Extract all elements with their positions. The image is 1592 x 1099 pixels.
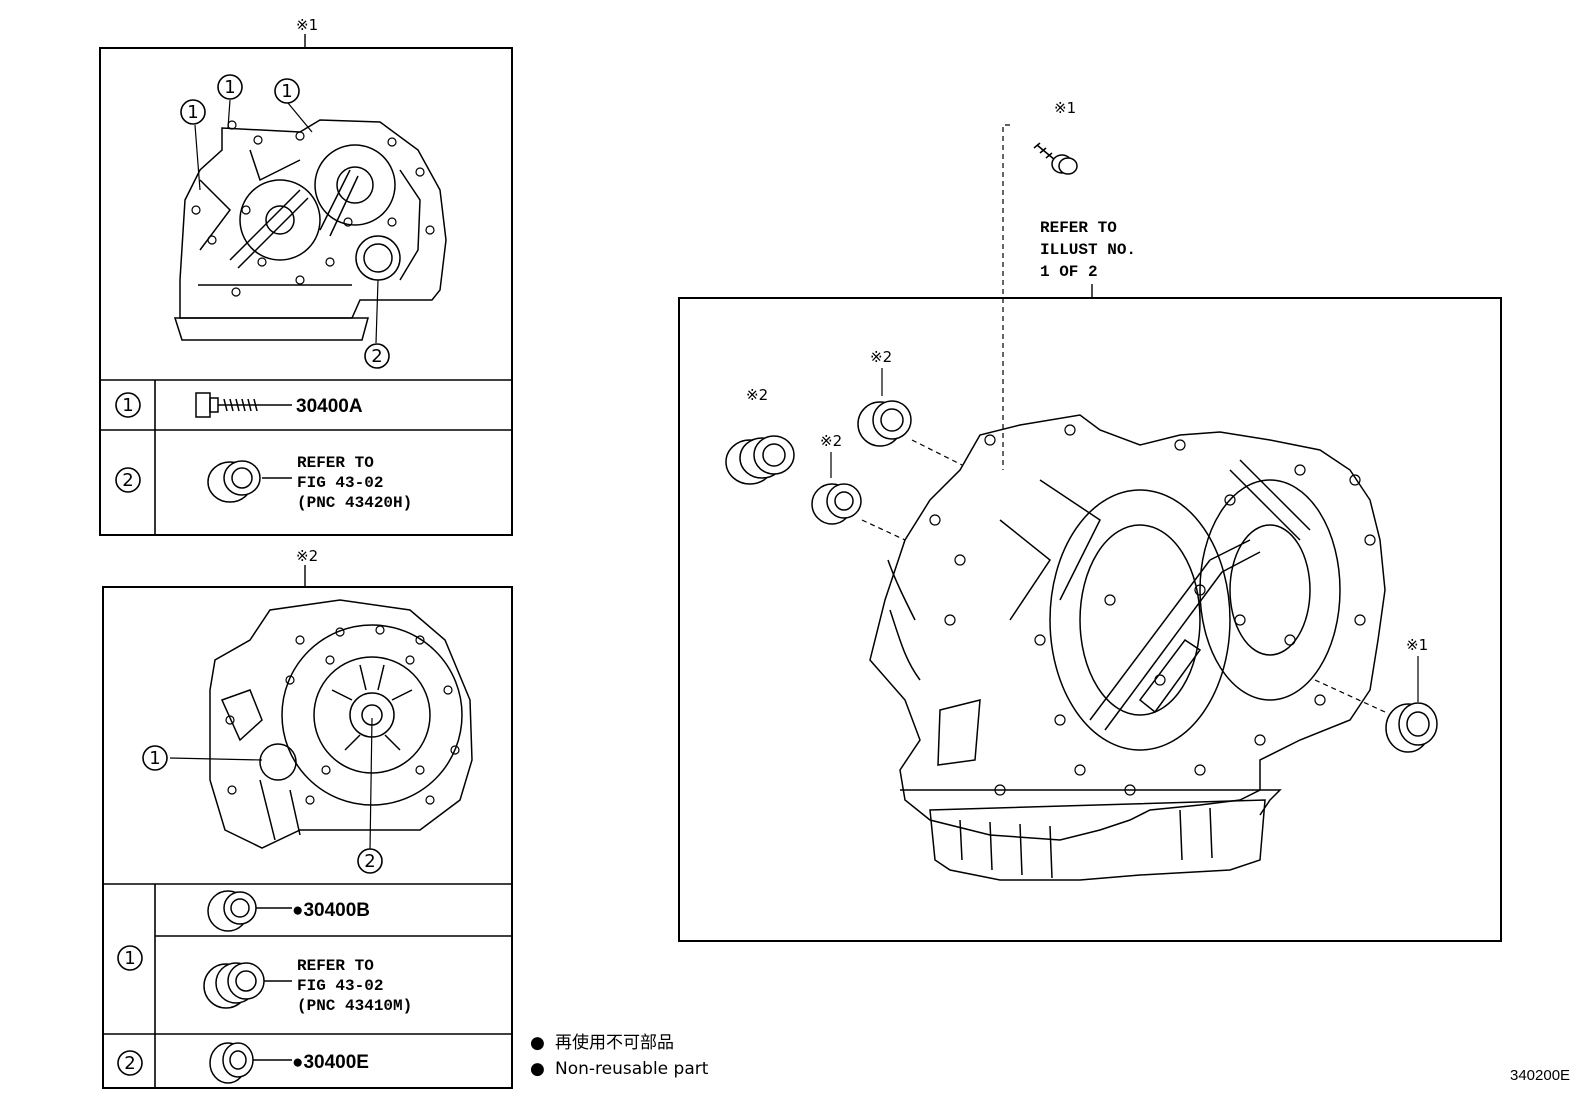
refer-line-1: REFER TO (297, 454, 374, 472)
oil-seal-mid (811, 483, 862, 525)
refer-line-3: (PNC 43420H) (297, 494, 412, 512)
seal-top-marker: ※2 (870, 348, 892, 366)
inset-1-callout-1c: 1 (274, 78, 300, 104)
inset-1-row-1: 1 30400A (115, 392, 363, 418)
inset-1-oil-seal (355, 235, 401, 281)
main-transaxle-drawing (869, 414, 1386, 881)
svg-text:1: 1 (281, 81, 292, 102)
main-assembly: ※1 REFER TO ILLUST NO. 1 OF 2 ※2 ※2 (678, 99, 1502, 942)
inset-2-row-1: 1 ●30400B REFER TO FIG 43-02 (PNC 43410M… (117, 890, 412, 1015)
main-refer-line-3: 1 OF 2 (1040, 263, 1098, 281)
refer-line-3: (PNC 43410M) (297, 997, 412, 1015)
oil-seal-right (1385, 702, 1438, 753)
inset-1-marker: ※1 (296, 16, 318, 34)
oil-seal-icon (207, 460, 261, 503)
part-number-30400B: ●30400B (292, 900, 370, 921)
bolt-icon (195, 392, 292, 418)
svg-text:1: 1 (122, 395, 133, 416)
refer-line-2: FIG 43-02 (297, 977, 383, 995)
inset-1-frame (99, 47, 513, 536)
svg-text:2: 2 (364, 851, 375, 872)
svg-text:2: 2 (122, 470, 133, 491)
main-refer-line-1: REFER TO (1040, 219, 1117, 237)
main-frame (678, 297, 1502, 942)
seal-left-marker: ※2 (746, 386, 768, 404)
inset-1: ※1 (99, 16, 513, 536)
seal-mid-marker: ※2 (820, 432, 842, 450)
part-number-30400E: ●30400E (292, 1052, 369, 1073)
legend-bullet-1: ● (530, 1033, 545, 1053)
legend-english: Non-reusable part (555, 1059, 709, 1079)
legend-bullet-2: ● (530, 1059, 545, 1079)
inset-2-oil-seal (259, 743, 297, 781)
oil-seal-left (725, 435, 795, 485)
main-refer-line-2: ILLUST NO. (1040, 241, 1136, 259)
inset-2-frame (102, 586, 513, 1089)
svg-text:1: 1 (149, 748, 160, 769)
inset-2-transaxle-drawing (209, 599, 473, 849)
svg-text:1: 1 (124, 948, 135, 969)
inset-1-transaxle-drawing (173, 119, 447, 341)
inset-2-row-2: 2 ●30400E (117, 1042, 369, 1084)
inset-2-callout-2: 2 (357, 848, 383, 874)
svg-text:1: 1 (224, 77, 235, 98)
inset-2-marker: ※2 (296, 547, 318, 565)
inset-1-callout-1b: 1 (217, 74, 243, 100)
inset-2-callout-1: 1 (142, 745, 168, 771)
inset-1-callout-2: 2 (364, 343, 390, 369)
figure-code: 340200E (1510, 1067, 1570, 1084)
inset-1-row-2: 2 REFER TO FIG 43-02 (PNC 43420H) (115, 454, 412, 512)
refer-line-1: REFER TO (297, 957, 374, 975)
oil-seal-top (857, 400, 912, 447)
inset-2: ※2 1 2 (102, 547, 513, 1089)
refer-line-2: FIG 43-02 (297, 474, 383, 492)
svg-text:2: 2 (124, 1053, 135, 1074)
oil-seal-icon (207, 890, 257, 932)
bolt-marker: ※1 (1054, 99, 1076, 117)
svg-text:1: 1 (187, 102, 198, 123)
oil-seal-icon (209, 1042, 254, 1084)
svg-text:2: 2 (371, 346, 382, 367)
main-bolt-icon (1033, 142, 1078, 175)
oil-seal-double-icon (203, 962, 265, 1009)
legend-japanese: 再使用不可部品 (555, 1032, 674, 1053)
inset-1-callout-1a: 1 (180, 99, 206, 125)
seal-right-marker: ※1 (1406, 636, 1428, 654)
part-number-30400A: 30400A (296, 396, 363, 417)
legend: ● 再使用不可部品 ● Non-reusable part (530, 1032, 709, 1079)
